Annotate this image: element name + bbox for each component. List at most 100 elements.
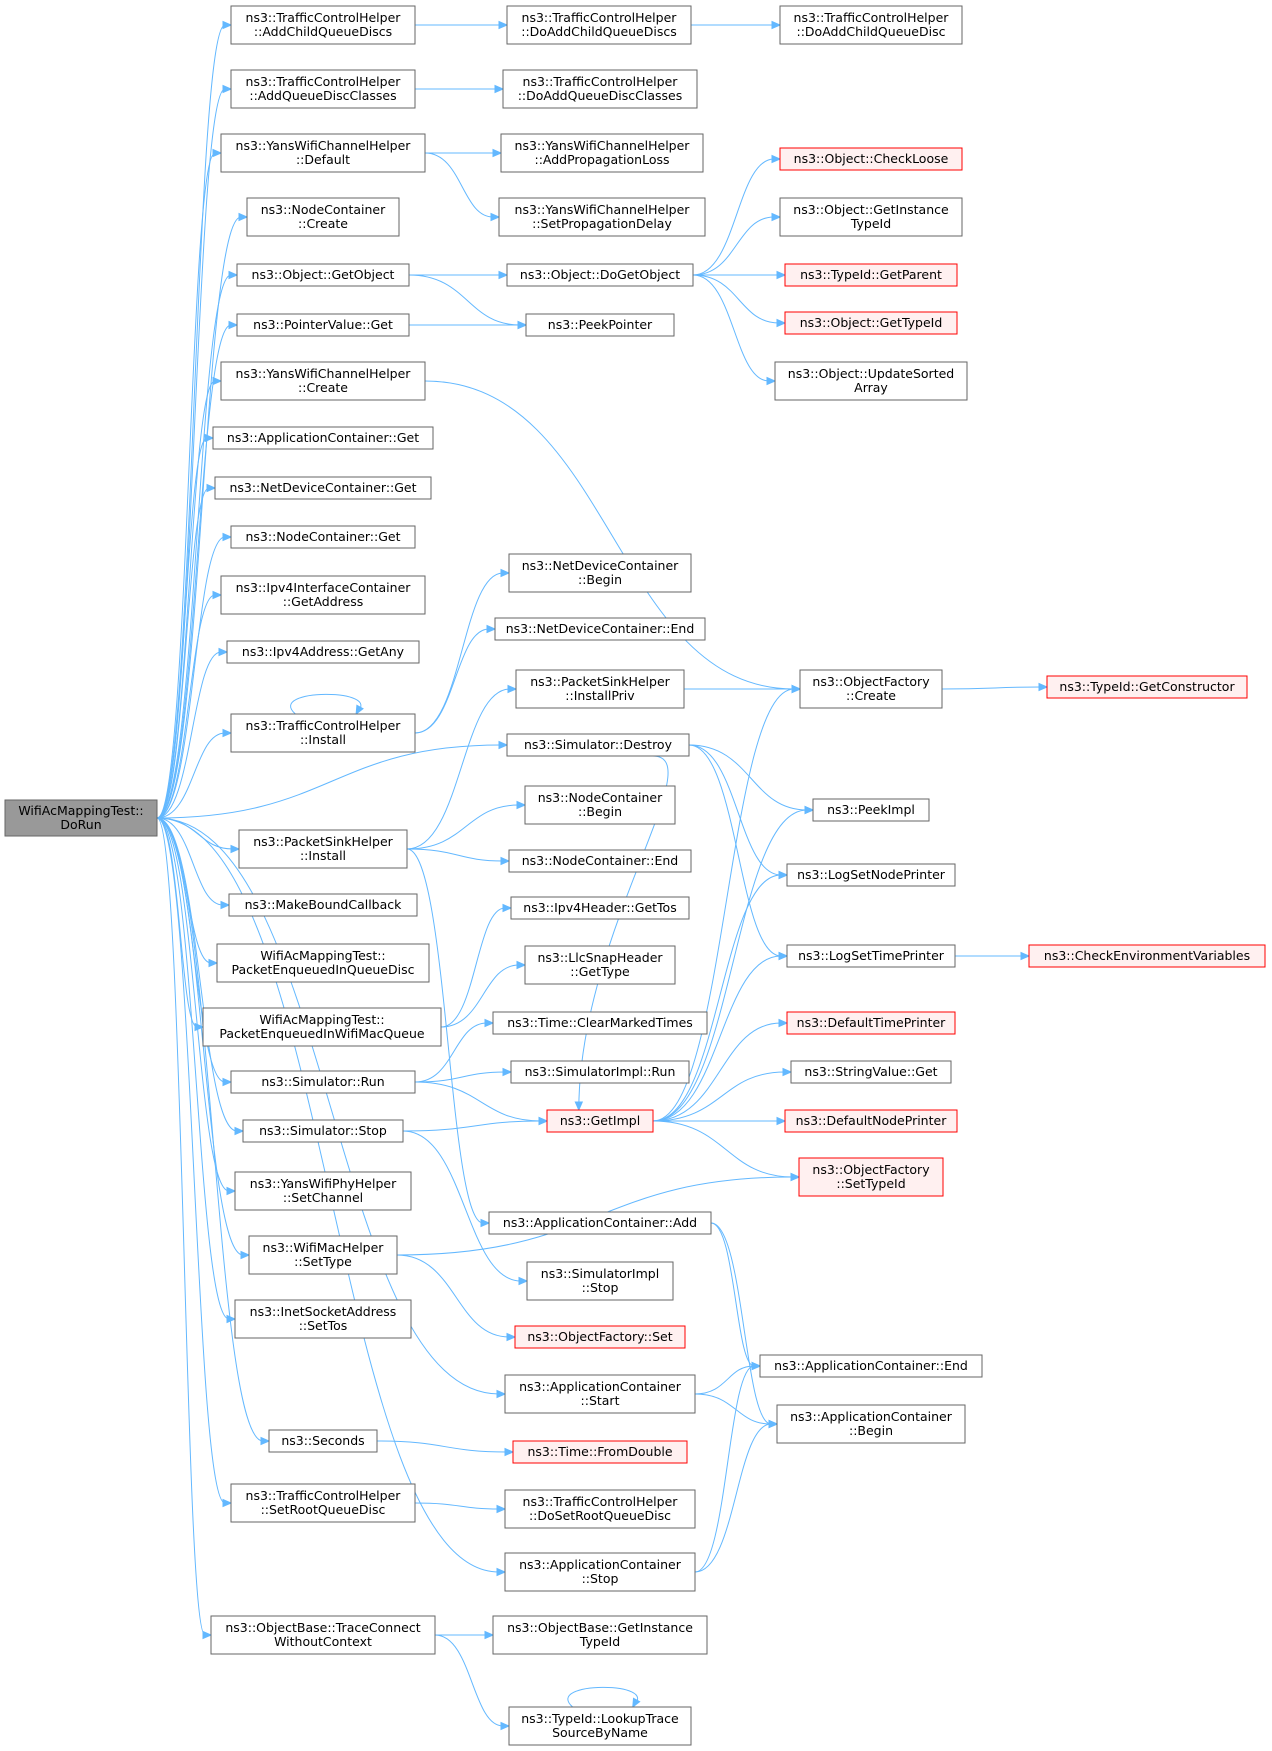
node-ac_add[interactable]: ns3::ApplicationContainer::Add (488, 1211, 712, 1235)
node-tch_install[interactable]: ns3::TrafficControlHelper::Install (230, 713, 416, 753)
node-sim_stop[interactable]: ns3::Simulator::Stop (242, 1119, 404, 1143)
node-label: ns3::Seconds (281, 1433, 364, 1448)
node-nc_create[interactable]: ns3::NodeContainer::Create (246, 197, 400, 237)
node-wamt_pqd[interactable]: WifiAcMappingTest::PacketEnqueuedInQueue… (216, 943, 430, 983)
node-obj_getobject[interactable]: ns3::Object::GetObject (236, 263, 410, 287)
edge-sim_run-to-simimpl_run (414, 1067, 513, 1083)
node-ipv4header_gettos[interactable]: ns3::Ipv4Header::GetTos (510, 896, 690, 920)
node-box (504, 1489, 696, 1529)
node-obj_gettypeid[interactable]: ns3::Object::GetTypeId (784, 311, 958, 335)
node-ac_start[interactable]: ns3::ApplicationContainer::Start (504, 1374, 696, 1414)
edge-tch_install-to-ndc_end (414, 624, 497, 734)
node-tch_addclasses[interactable]: ns3::TrafficControlHelper::AddQueueDiscC… (230, 69, 416, 109)
node-ob_traceconnect[interactable]: ns3::ObjectBase::TraceConnectWithoutCont… (210, 1615, 436, 1655)
node-ywch_setprop[interactable]: ns3::YansWifiChannelHelper::SetPropagati… (498, 197, 706, 237)
node-wamt_pqw[interactable]: WifiAcMappingTest::PacketEnqueuedInWifiM… (202, 1007, 442, 1047)
node-of_set[interactable]: ns3::ObjectFactory::Set (514, 1325, 686, 1349)
node-label: ns3::YansWifiChannelHelper (515, 138, 691, 153)
node-tch_doaddchilds[interactable]: ns3::TrafficControlHelper::DoAddChildQue… (506, 5, 692, 45)
node-ndc_get[interactable]: ns3::NetDeviceContainer::Get (214, 476, 432, 500)
node-box (506, 263, 694, 287)
node-of_create[interactable]: ns3::ObjectFactory::Create (799, 669, 943, 709)
node-label: PacketEnqueuedInWifiMacQueue (219, 1026, 425, 1041)
node-box (784, 311, 958, 335)
node-box (504, 1552, 696, 1592)
node-psh_install[interactable]: ns3::PacketSinkHelper::Install (238, 829, 408, 869)
node-label: ns3::TrafficControlHelper (523, 1494, 679, 1509)
node-nc_begin[interactable]: ns3::NodeContainer::Begin (524, 785, 676, 825)
node-ywch_addprop[interactable]: ns3::YansWifiChannelHelper::AddPropagati… (500, 133, 704, 173)
node-box (510, 1060, 690, 1084)
node-label: ns3::TypeId::GetConstructor (1059, 679, 1235, 694)
node-typeid_getparent[interactable]: ns3::TypeId::GetParent (784, 263, 958, 287)
node-logsettimeprinter[interactable]: ns3::LogSetTimePrinter (786, 944, 956, 968)
node-pv_get[interactable]: ns3::PointerValue::Get (236, 313, 410, 337)
node-obj_dogetobject[interactable]: ns3::Object::DoGetObject (506, 263, 694, 287)
node-box (242, 1119, 404, 1143)
node-ywch_create[interactable]: ns3::YansWifiChannelHelper::Create (220, 361, 426, 401)
node-ipv4ic_getaddress[interactable]: ns3::Ipv4InterfaceContainer::GetAddress (220, 575, 426, 615)
node-label: ::Install (300, 848, 346, 863)
node-simimpl_run[interactable]: ns3::SimulatorImpl::Run (510, 1060, 690, 1084)
node-of_settypeid[interactable]: ns3::ObjectFactory::SetTypeId (798, 1157, 944, 1197)
node-logsetnodeprinter[interactable]: ns3::LogSetNodePrinter (786, 863, 956, 887)
node-box (508, 553, 692, 593)
node-makeboundcallback[interactable]: ns3::MakeBoundCallback (228, 893, 418, 917)
node-peekpointer[interactable]: ns3::PeekPointer (525, 313, 675, 337)
edge-sim_stop-to-simimpl_stop (402, 1130, 529, 1286)
node-time_clearmarked[interactable]: ns3::Time::ClearMarkedTimes (492, 1011, 708, 1035)
edge-root-to-ipv4ic_getaddress (156, 590, 223, 819)
edge-root-to-pv_get (156, 320, 239, 819)
node-nc_get[interactable]: ns3::NodeContainer::Get (230, 525, 416, 549)
node-ac_get[interactable]: ns3::ApplicationContainer::Get (212, 426, 434, 450)
node-label: ns3::ObjectBase::GetInstance (507, 1620, 693, 1635)
node-stringvalue_get[interactable]: ns3::StringValue::Get (790, 1060, 952, 1084)
node-tch_setroot[interactable]: ns3::TrafficControlHelper::SetRootQueueD… (230, 1483, 416, 1523)
node-tch_doaddchild[interactable]: ns3::TrafficControlHelper::DoAddChildQue… (779, 5, 963, 45)
node-typeid_getconstructor[interactable]: ns3::TypeId::GetConstructor (1046, 675, 1248, 699)
node-ndc_begin[interactable]: ns3::NetDeviceContainer::Begin (508, 553, 692, 593)
node-label: ns3::ObjectFactory (812, 674, 930, 689)
node-ac_end[interactable]: ns3::ApplicationContainer::End (759, 1354, 983, 1378)
node-label: ns3::Simulator::Stop (259, 1123, 387, 1138)
node-simimpl_stop[interactable]: ns3::SimulatorImpl::Stop (526, 1261, 674, 1301)
node-ac_begin[interactable]: ns3::ApplicationContainer::Begin (776, 1404, 966, 1444)
node-label: ns3::NetDeviceContainer::End (506, 621, 695, 636)
edge-getimpl-to-of_create (652, 684, 802, 1122)
node-time_fromdouble[interactable]: ns3::Time::FromDouble (512, 1440, 688, 1464)
node-ywch_default[interactable]: ns3::YansWifiChannelHelper::Default (220, 133, 426, 173)
node-ac_stop[interactable]: ns3::ApplicationContainer::Stop (504, 1552, 696, 1592)
node-ipv4addr_getany[interactable]: ns3::Ipv4Address::GetAny (226, 640, 420, 664)
node-llcsnap_gettype[interactable]: ns3::LlcSnapHeader::GetType (524, 945, 676, 985)
node-isa_settos[interactable]: ns3::InetSocketAddress::SetTos (234, 1299, 412, 1339)
node-label: WifiAcMappingTest:: (18, 803, 143, 818)
node-ndc_end[interactable]: ns3::NetDeviceContainer::End (494, 617, 706, 641)
node-tch_doaddclasses[interactable]: ns3::TrafficControlHelper::DoAddQueueDis… (502, 69, 698, 109)
edge-pv_get-to-peekpointer (408, 320, 528, 330)
edge-root-to-sim_stop (156, 817, 245, 1136)
node-wmh_settype[interactable]: ns3::WifiMacHelper::SetType (248, 1235, 398, 1275)
node-obj_checkloose[interactable]: ns3::Object::CheckLoose (779, 147, 963, 171)
node-box (212, 426, 434, 450)
node-root[interactable]: WifiAcMappingTest::DoRun (4, 799, 158, 837)
node-psh_installpriv[interactable]: ns3::PacketSinkHelper::InstallPriv (515, 669, 685, 709)
node-ywph_setchannel[interactable]: ns3::YansWifiPhyHelper::SetChannel (234, 1171, 412, 1211)
node-nc_end[interactable]: ns3::NodeContainer::End (508, 849, 692, 873)
node-tch_dosetroot[interactable]: ns3::TrafficControlHelper::DoSetRootQueu… (504, 1489, 696, 1529)
node-box (230, 1483, 416, 1523)
node-label: ns3::YansWifiChannelHelper (236, 366, 412, 381)
node-checkenv[interactable]: ns3::CheckEnvironmentVariables (1028, 944, 1266, 968)
node-sim_run[interactable]: ns3::Simulator::Run (230, 1070, 416, 1094)
node-getimpl[interactable]: ns3::GetImpl (546, 1109, 654, 1133)
node-seconds[interactable]: ns3::Seconds (268, 1429, 378, 1453)
edge-tch_addclasses-to-tch_doaddclasses (415, 84, 505, 94)
node-defaultnodeprinter[interactable]: ns3::DefaultNodePrinter (784, 1109, 958, 1133)
node-sim_destroy[interactable]: ns3::Simulator::Destroy (506, 733, 690, 757)
node-defaulttimeprinter[interactable]: ns3::DefaultTimePrinter (786, 1011, 956, 1035)
node-tch_addchild[interactable]: ns3::TrafficControlHelper::AddChildQueue… (230, 5, 416, 45)
node-peekimpl[interactable]: ns3::PeekImpl (812, 798, 930, 822)
